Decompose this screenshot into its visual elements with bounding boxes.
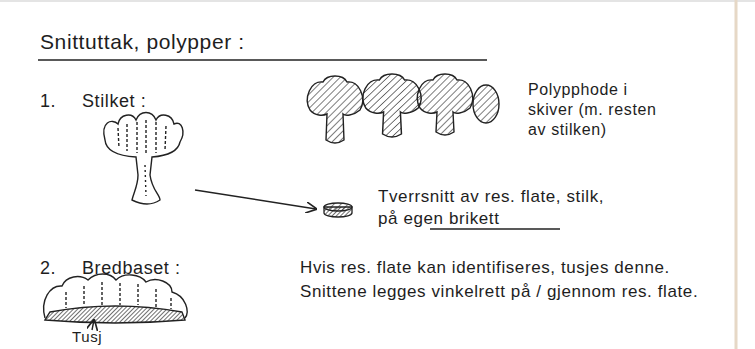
page-edge xyxy=(735,0,738,349)
title-underline xyxy=(38,59,487,61)
part-label: Tusj xyxy=(72,328,132,346)
note: Hvis res. flate kan identifiseres, tusje… xyxy=(300,256,710,304)
polyp-slices xyxy=(307,74,499,143)
note: Polypphode i skiver (m. resten av stilke… xyxy=(528,80,663,140)
broad-based-polyp xyxy=(44,274,187,330)
section-heading: Bredbaset : xyxy=(82,257,222,279)
cross-section-disk xyxy=(324,203,352,217)
title: Snittuttak, polypper : xyxy=(40,30,245,54)
page-edge xyxy=(0,0,755,2)
section-number: 2. xyxy=(40,257,80,279)
note: Tverrsnitt av res. flate, stilk, på egen… xyxy=(378,186,610,230)
stalked-polyp xyxy=(104,113,183,205)
section-heading: Stilket : xyxy=(82,90,202,112)
pointer-arrow xyxy=(195,190,316,209)
text-underline xyxy=(430,228,560,229)
section-number: 1. xyxy=(40,90,80,112)
